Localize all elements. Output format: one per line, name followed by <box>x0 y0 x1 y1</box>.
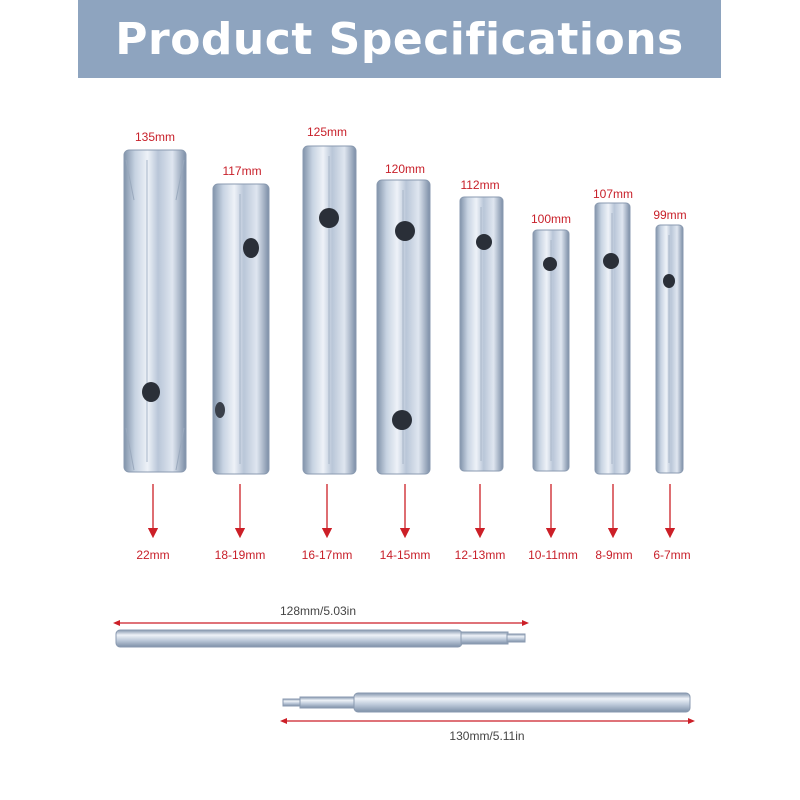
tube-wrench-12-13mm <box>459 196 504 472</box>
bar-2-length-label: 130mm/5.11in <box>449 729 525 743</box>
wrench-5-size: 12-13mm <box>454 548 506 562</box>
wrench-8-size: 6-7mm <box>653 548 691 562</box>
wrench-2-length: 117mm <box>222 164 262 178</box>
tommy-bar-128mm <box>113 620 529 648</box>
tube-wrench-16-17mm <box>302 145 357 475</box>
tube-wrench-14-15mm <box>376 179 431 475</box>
wrench-7-size: 8-9mm <box>595 548 633 562</box>
header-banner: Product Specifications <box>78 0 721 78</box>
wrench-6-size: 10-11mm <box>528 548 578 562</box>
bar-1-length-label: 128mm/5.03in <box>279 604 357 618</box>
wrench-3-length: 125mm <box>306 125 348 139</box>
wrench-4-length: 120mm <box>384 162 426 176</box>
wrench-1-size: 22mm <box>136 548 170 562</box>
wrench-2-size: 18-19mm <box>214 548 266 562</box>
wrench-5-length: 112mm <box>460 178 500 192</box>
tube-wrench-10-11mm <box>532 229 570 472</box>
page-title: Product Specifications <box>115 13 684 65</box>
tube-wrench-8-9mm <box>594 202 631 475</box>
wrench-8-length: 99mm <box>653 208 687 222</box>
tube-wrench-18-19mm <box>212 183 270 475</box>
wrench-7-length: 107mm <box>592 187 634 201</box>
size-arrows <box>147 484 676 539</box>
wrench-6-length: 100mm <box>530 212 572 226</box>
tommy-bar-130mm <box>280 692 695 724</box>
wrench-1-length: 135mm <box>134 130 176 144</box>
tube-wrench-22mm <box>123 149 187 473</box>
wrench-4-size: 14-15mm <box>379 548 431 562</box>
tube-wrench-6-7mm <box>655 224 684 474</box>
wrench-3-size: 16-17mm <box>301 548 353 562</box>
